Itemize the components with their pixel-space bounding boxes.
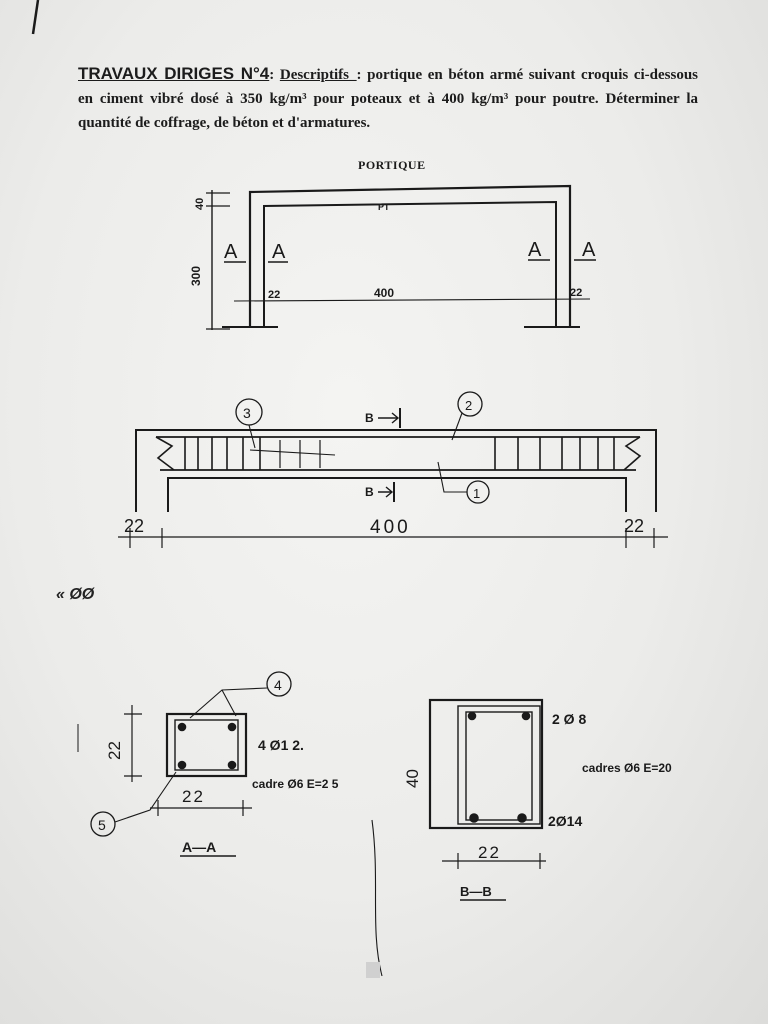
elevation-left-width: 22 [124, 516, 144, 536]
section-bb-bottom-rebar: 2Ø14 [548, 813, 582, 829]
section-aa-title: A—A [182, 839, 216, 855]
callout-5-label: 5 [98, 817, 106, 833]
section-aa-stirrups: cadre Ø6 E=2 5 [252, 777, 339, 791]
exercise-statement: TRAVAUX DIRIGES N°4: Descriptifs_: porti… [78, 62, 698, 135]
portique-span-label: 400 [374, 286, 394, 300]
stray-handwritten-mark: « ØØ [56, 586, 95, 603]
portique-beam-label: PT [378, 202, 390, 212]
section-mark-a-4: A [582, 239, 596, 261]
section-bb-top-rebar: 2 Ø 8 [552, 711, 586, 727]
section-aa-drawing [77, 671, 292, 857]
portique-title: PORTIQUE [358, 158, 426, 172]
section-mark-a-3: A [528, 239, 542, 261]
callout-2-label: 2 [465, 398, 472, 413]
portique-height-label: 300 [189, 266, 203, 286]
section-aa-width: 22 [182, 787, 205, 806]
elevation-right-width: 22 [624, 516, 644, 536]
section-aa-height: 22 [105, 741, 124, 760]
section-aa-rebar: 4 Ø1 2. [258, 737, 304, 753]
callout-1-label: 1 [473, 486, 480, 501]
description-label: Descriptifs_ [279, 67, 357, 83]
description-separator: : [356, 67, 368, 83]
section-bb-width: 22 [478, 843, 501, 862]
section-mark-a-2: A [272, 241, 286, 263]
section-b-bottom-mark: B [365, 485, 374, 499]
section-bb-drawing [366, 698, 546, 978]
exercise-number: TRAVAUX DIRIGES N°4 [78, 64, 270, 83]
elevation-span-label: 400 [370, 517, 411, 538]
section-bb-stirrups: cadres Ø6 E=20 [582, 761, 672, 775]
section-mark-a-1: A [224, 241, 238, 263]
description-text: portique en béton armé suivant croquis c… [78, 67, 699, 131]
section-bb-height: 40 [403, 769, 422, 788]
section-b-top-mark: B [365, 411, 374, 425]
title-separator: : [269, 67, 280, 83]
portique-frame [206, 184, 596, 330]
portique-col-left-label: 22 [268, 289, 280, 301]
portique-beam-depth-label: 40 [194, 198, 206, 210]
portique-col-right-label: 22 [570, 287, 582, 299]
callout-4-label: 4 [274, 677, 282, 693]
section-bb-title: B—B [460, 884, 492, 899]
beam-elevation [118, 391, 668, 548]
callout-3-label: 3 [243, 405, 251, 421]
